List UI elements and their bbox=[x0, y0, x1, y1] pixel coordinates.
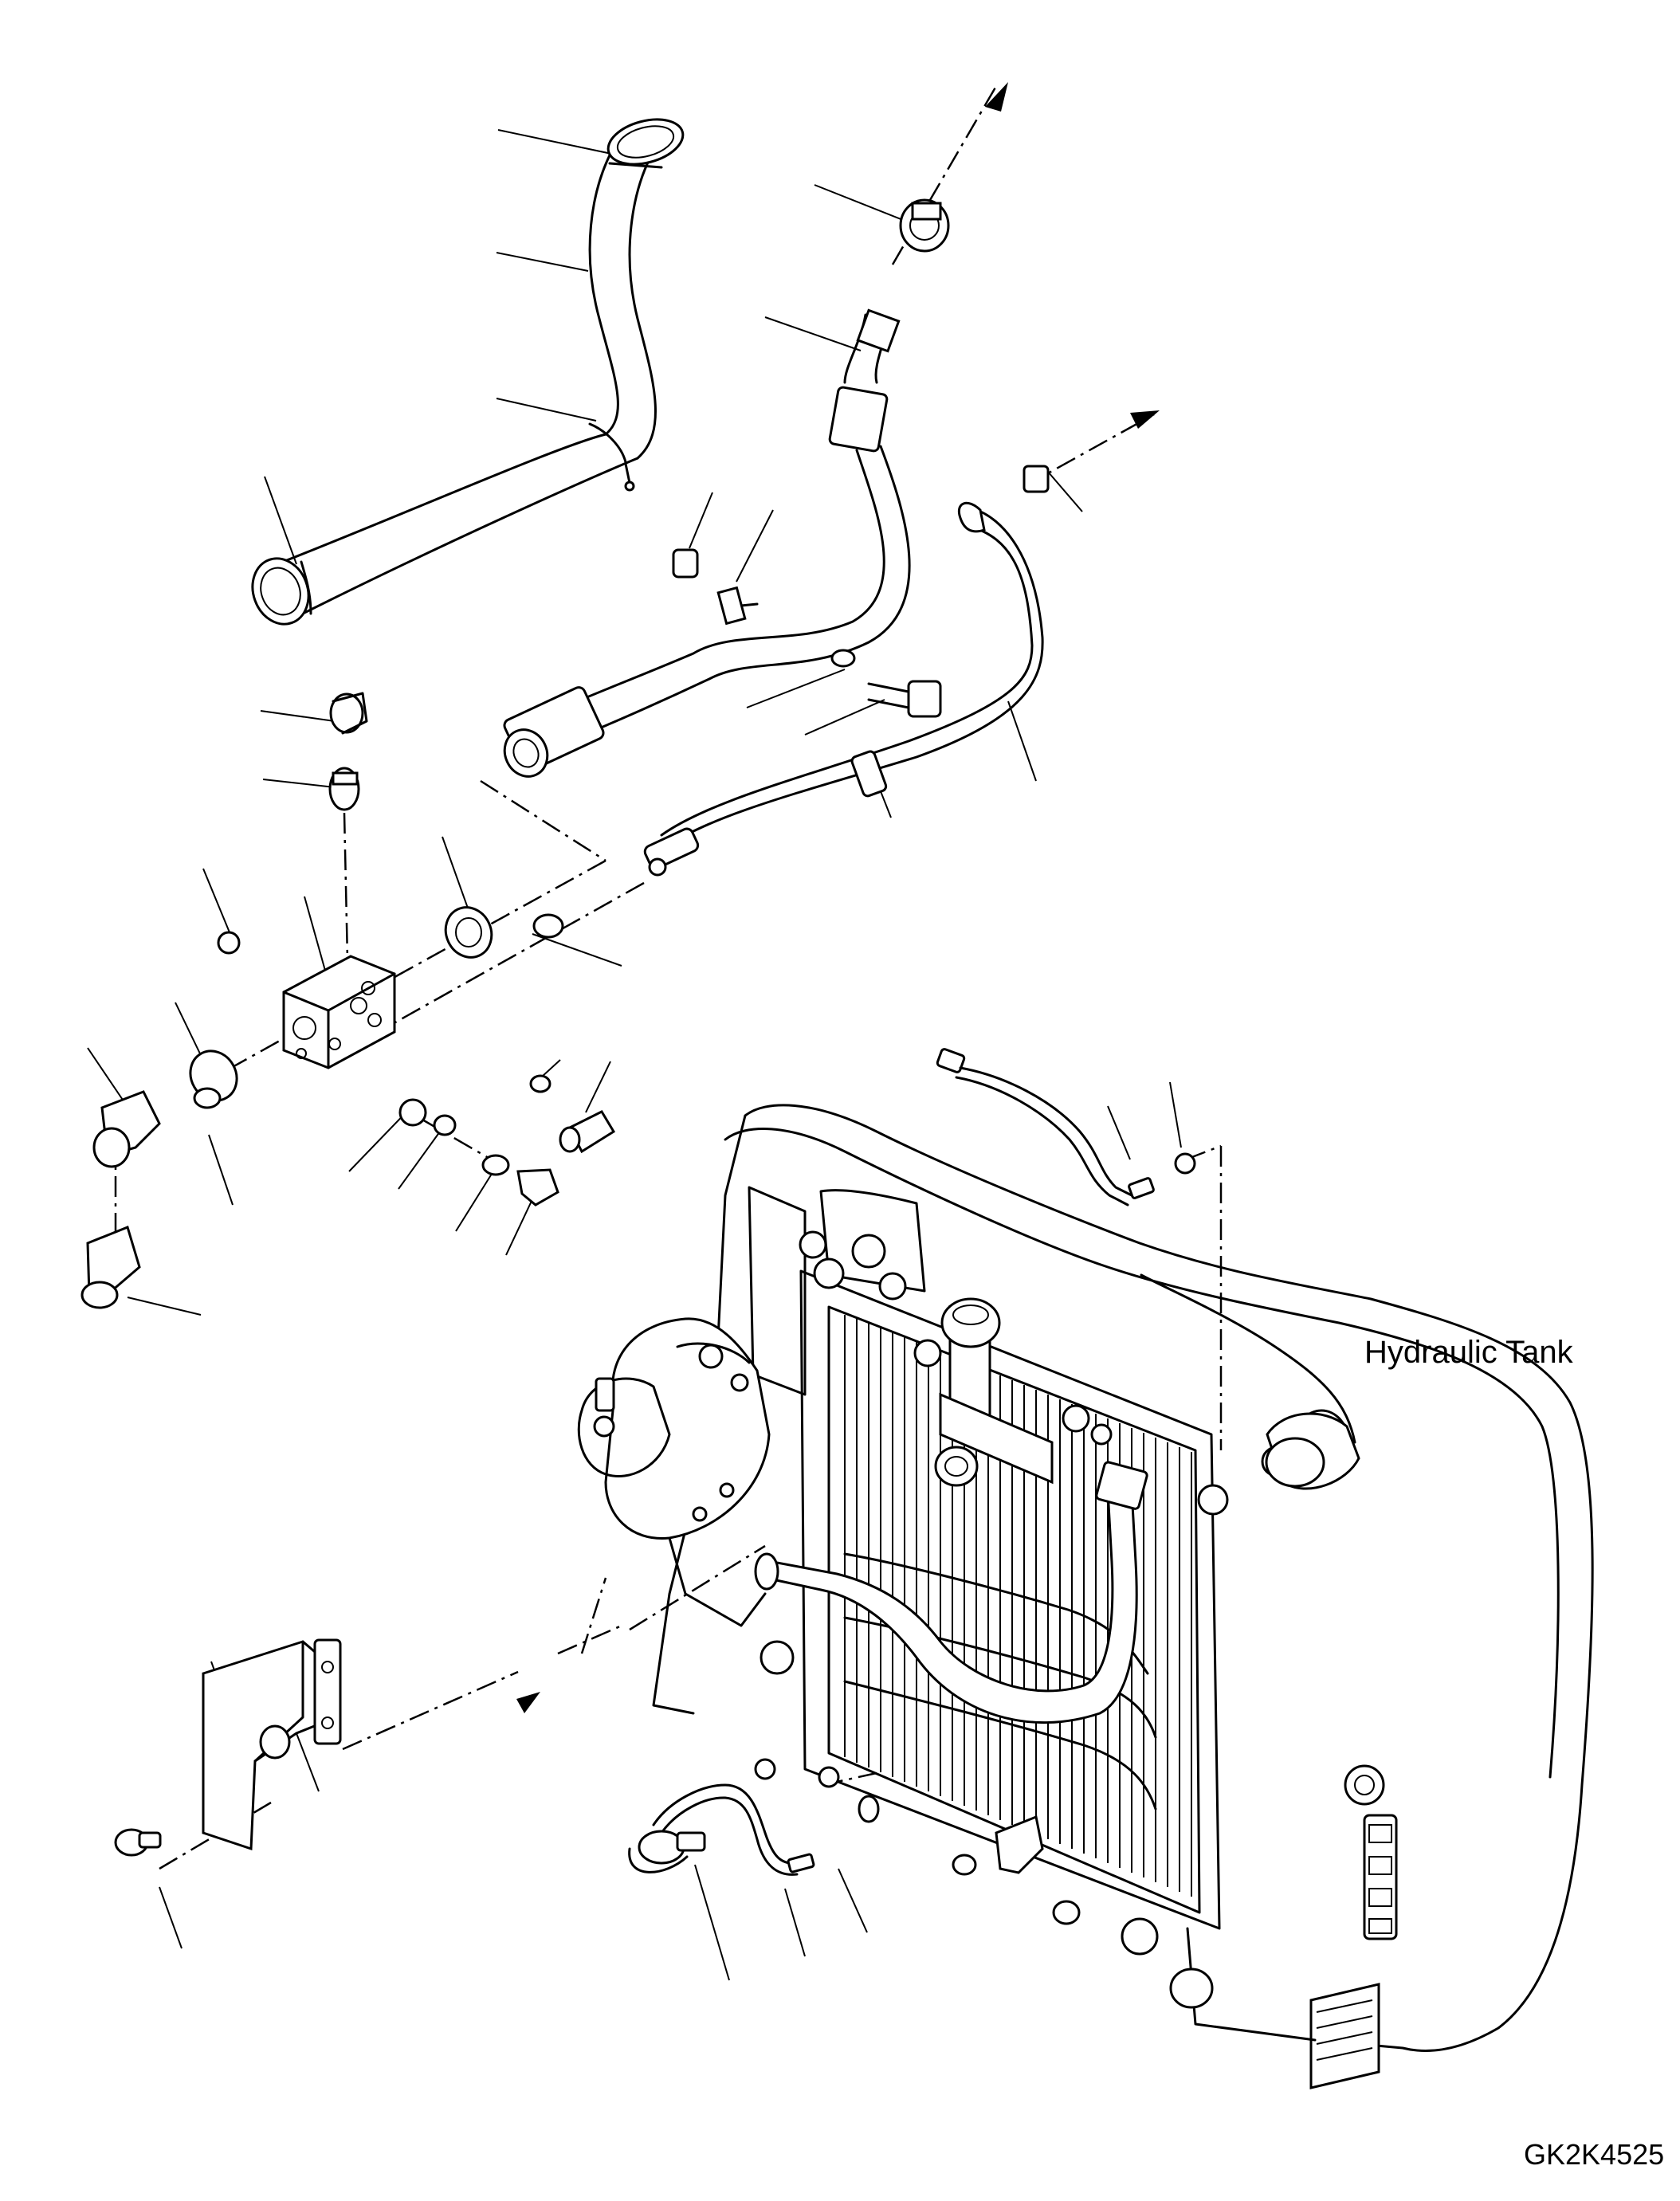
hydraulic-pump bbox=[577, 1317, 771, 1627]
drawing-number: GK2K4525 bbox=[1524, 2138, 1665, 2171]
valve-block-assembly bbox=[80, 692, 616, 1309]
sensor-hose bbox=[643, 465, 1050, 877]
suction-pipe bbox=[251, 118, 685, 626]
oil-cooler bbox=[748, 1186, 1360, 2009]
hydraulic-tank-label: Hydraulic Tank bbox=[1364, 1335, 1573, 1370]
temperature-sensor-harness bbox=[936, 1048, 1196, 1206]
hydraulic-tank bbox=[652, 1104, 1594, 2089]
side-bracket bbox=[114, 1638, 342, 1857]
outlet-tube-assembly bbox=[503, 198, 950, 778]
level-sensor-harness bbox=[628, 1766, 840, 1876]
